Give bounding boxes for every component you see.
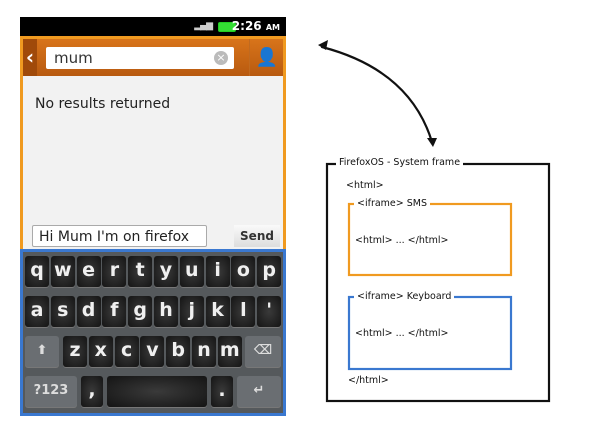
battery-icon — [218, 22, 236, 32]
key-n[interactable]: n — [192, 336, 216, 367]
key-w[interactable]: w — [50, 256, 75, 287]
key-j[interactable]: j — [179, 296, 204, 327]
period-key[interactable]: . — [211, 376, 233, 407]
key-f[interactable]: f — [102, 296, 127, 327]
key-o[interactable]: o — [231, 256, 256, 287]
arrow-head-bottom — [427, 138, 437, 147]
key-u[interactable]: u — [179, 256, 204, 287]
signal-icon: ▂▄▆ — [194, 21, 213, 31]
clear-icon[interactable]: × — [214, 51, 228, 65]
html-open-label: <html> — [346, 180, 384, 191]
no-results-text: No results returned — [35, 96, 171, 112]
key-r[interactable]: r — [102, 256, 127, 287]
arrow-head-top — [318, 40, 328, 50]
keyboard-iframe-label: <iframe> Keyboard — [354, 291, 455, 302]
backspace-key[interactable]: ⌫ — [245, 336, 281, 367]
ampm: AM — [265, 23, 280, 32]
shift-key[interactable]: ⬆ — [25, 336, 59, 367]
send-button[interactable]: Send — [234, 225, 280, 247]
key-g[interactable]: g — [128, 296, 153, 327]
key-h[interactable]: h — [154, 296, 178, 327]
sms-iframe-label: <iframe> SMS — [354, 198, 431, 209]
time: 2:26 — [231, 19, 262, 33]
clock: 2:26 AM — [232, 19, 280, 33]
header: ‹ mum × 👤 — [23, 39, 283, 76]
key-'[interactable]: ' — [257, 296, 282, 327]
key-l[interactable]: l — [231, 296, 256, 327]
key-p[interactable]: p — [257, 256, 282, 287]
keyboard-content-label: <html> ... </html> — [355, 328, 449, 339]
html-close-label: </html> — [348, 375, 389, 386]
key-y[interactable]: y — [154, 256, 178, 287]
key-k[interactable]: k — [205, 296, 230, 327]
key-c[interactable]: c — [114, 336, 139, 367]
key-t[interactable]: t — [128, 256, 153, 287]
key-s[interactable]: s — [50, 296, 75, 327]
key-q[interactable]: q — [25, 256, 49, 287]
symbols-key[interactable]: ?123 — [25, 376, 77, 407]
sms-iframe: ‹ mum × 👤 No results returned Hi Mum I'm… — [20, 36, 286, 267]
sms-content-label: <html> ... </html> — [355, 235, 449, 246]
double-arrow — [320, 45, 434, 144]
key-z[interactable]: z — [63, 336, 87, 367]
enter-key[interactable]: ↵ — [237, 376, 281, 407]
key-b[interactable]: b — [166, 336, 191, 367]
key-a[interactable]: a — [25, 296, 49, 327]
key-m[interactable]: m — [217, 336, 242, 367]
key-d[interactable]: d — [76, 296, 101, 327]
status-bar: ▂▄▆ 2:26 AM — [20, 17, 286, 36]
key-x[interactable]: x — [88, 336, 113, 367]
comma-key[interactable]: , — [81, 376, 103, 407]
key-e[interactable]: e — [76, 256, 101, 287]
space-key[interactable] — [107, 376, 207, 407]
contact-icon[interactable]: 👤 — [249, 39, 284, 76]
back-chevron-icon[interactable]: ‹ — [23, 39, 37, 76]
search-input[interactable]: mum × — [46, 47, 234, 69]
system-frame-label: FirefoxOS - System frame — [336, 157, 464, 168]
search-value: mum — [54, 49, 93, 67]
key-i[interactable]: i — [205, 256, 230, 287]
key-v[interactable]: v — [140, 336, 165, 367]
